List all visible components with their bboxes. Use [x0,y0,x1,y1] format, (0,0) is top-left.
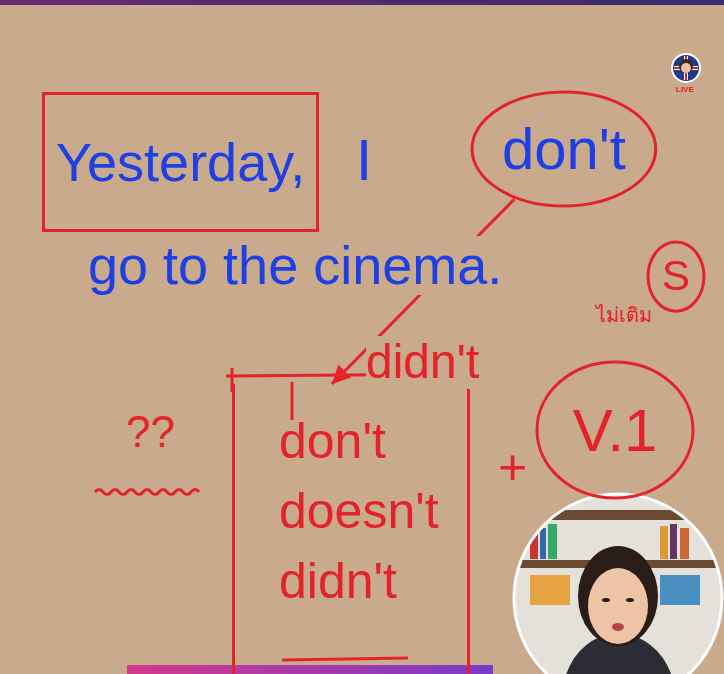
verb-form-circle: V.1 [535,360,695,500]
plus-sign: + [498,440,527,495]
thai-note: ไม่เติม [596,304,652,326]
question-marks: ?? [126,408,175,456]
ellipse-stroke [648,242,704,311]
ellipse-stroke [537,362,693,498]
correction-word: didn't [366,336,479,389]
arrow-head [332,365,351,384]
subject-word: I [356,128,372,192]
underline [282,658,408,660]
presenter-camera [514,494,722,674]
node-text: doesn't [279,476,439,546]
auxiliary-box: don'tdoesn'tdidn't [232,384,470,674]
squiggle [95,490,199,495]
node-text: S [662,252,690,300]
node-text: V.1 [573,396,658,465]
node-text: Yesterday, [56,131,305,193]
node-text: don't [279,406,386,476]
sentence-part: go to the cinema. [88,236,502,295]
s-circle: S [646,240,706,313]
time-box: Yesterday, [42,92,319,232]
top-strip [0,0,724,5]
ellipse-stroke [472,92,656,206]
verb-ellipse: don't [470,90,658,208]
node-text: don't [502,116,626,183]
bottom-strip [127,665,493,674]
live-badge: LIVE [676,86,694,95]
node-text: didn't [279,546,397,616]
live-icon [672,54,700,82]
